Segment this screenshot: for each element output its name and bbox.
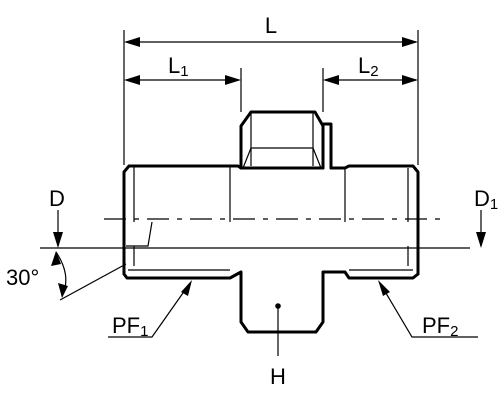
arrow-L2-right (402, 75, 418, 85)
label-D1: D1 (474, 186, 498, 213)
hex-chamfer-right (312, 147, 322, 169)
leader-PF1 (108, 282, 191, 338)
dimension-D: D (49, 186, 65, 248)
fitting-body (122, 110, 420, 334)
arrow-angle-top (51, 251, 61, 266)
dimension-L1: L1 (124, 53, 242, 112)
callout-PF2: PF2 (378, 280, 478, 340)
label-L1: L1 (168, 53, 189, 80)
hex-nut-collar (321, 122, 333, 170)
arrow-D1 (476, 232, 486, 248)
label-H: H (270, 364, 286, 389)
callout-H: H (270, 303, 286, 389)
arrow-L-left (124, 37, 140, 47)
arrow-L1-right (225, 75, 241, 85)
dimension-L: L (123, 13, 419, 165)
left-thread-outline (122, 164, 243, 276)
hex-nut-outline (239, 110, 325, 170)
arrow-D (53, 232, 63, 248)
arrow-L2-left (323, 75, 339, 85)
label-angle: 30° (6, 265, 39, 290)
callout-PF1: PF1 (108, 280, 192, 340)
dimension-L2: L2 (322, 53, 418, 112)
angle-reference-line (59, 263, 127, 301)
label-PF1: PF1 (112, 313, 148, 340)
bottom-profile (122, 270, 420, 334)
arrow-angle-bottom (58, 283, 68, 298)
right-thread-outline (329, 164, 420, 276)
angle-30-annotation: 30° (6, 251, 127, 301)
bore-chamfer (126, 221, 153, 247)
label-L2: L2 (358, 53, 379, 80)
arrow-PF1 (181, 280, 192, 296)
leader-PF2 (379, 282, 478, 338)
arrow-PF2 (378, 280, 390, 296)
hex-chamfer-left (242, 147, 252, 169)
dimension-D1: D1 (474, 186, 498, 248)
arrow-L-right (402, 37, 418, 47)
label-PF2: PF2 (422, 313, 458, 340)
label-L: L (265, 13, 277, 38)
arrow-L1-left (124, 75, 140, 85)
center-lines (40, 218, 470, 249)
label-D: D (49, 186, 65, 211)
